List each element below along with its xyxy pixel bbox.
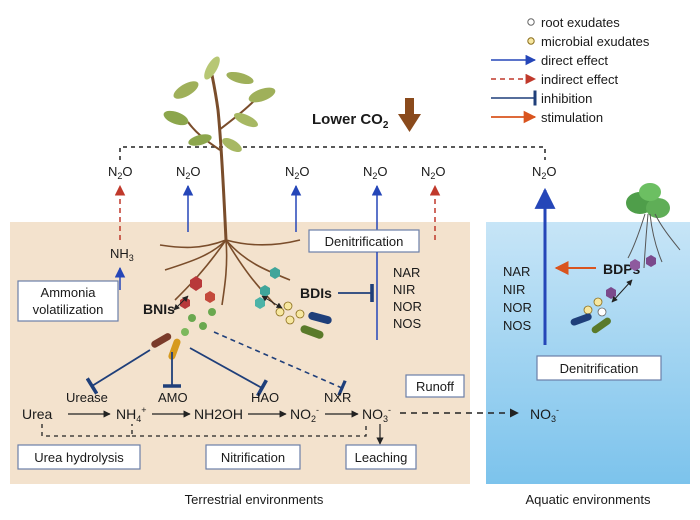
runoff-label: Runoff — [416, 379, 454, 394]
nitrification-box — [205, 444, 301, 470]
lower-co2-label: Lower CO2 — [312, 111, 389, 131]
aquatic-caption: Aquatic environments — [525, 492, 651, 507]
urea-hydrolysis-bracket — [41, 424, 133, 437]
plant-illustration — [159, 56, 301, 306]
terrestrial-microbes — [151, 267, 332, 360]
ammonia-volatilization-box — [17, 280, 119, 322]
legend-stimulation-label: stimulation — [541, 110, 603, 125]
chain-nh2oh: NH2OH — [194, 406, 243, 422]
aquatic-denitrification-box — [536, 355, 662, 381]
aquatic-plant-illustration — [626, 183, 681, 269]
aquatic-denitrification-label: Denitrification — [560, 361, 639, 376]
aquatic-enzyme-nar: NAR — [503, 264, 530, 279]
nxr-label: NXR — [324, 390, 351, 405]
bni-inhibition-lines — [85, 331, 347, 397]
terrestrial-enzyme-nir: NIR — [393, 282, 415, 297]
aquatic-microbes — [570, 255, 656, 334]
chain-no2: NO2- — [290, 405, 319, 424]
leaching-label: Leaching — [355, 450, 408, 465]
n2o-label: N2O — [285, 164, 310, 181]
n2o-label: N2O — [363, 164, 388, 181]
legend: root exudates microbial exudates direct … — [491, 15, 650, 125]
bni-inhibit-urease — [85, 349, 151, 395]
bdis-label: BDIs — [300, 285, 332, 301]
n2o-label: N2O — [532, 164, 557, 181]
legend-direct-effect-label: direct effect — [541, 53, 608, 68]
terrestrial-soil-background — [10, 222, 470, 484]
bnis-label: BNIs — [143, 301, 175, 317]
legend-root-exudates-label: root exudates — [541, 15, 620, 30]
terrestrial-denitrification-box — [308, 229, 420, 253]
legend-microbial-exudate-marker — [527, 37, 535, 45]
amo-label: AMO — [158, 390, 188, 405]
nitrification-bracket — [132, 424, 367, 437]
n2o-labels: N2O N2O N2O N2O N2O N2O — [108, 164, 557, 181]
legend-indirect-effect-label: indirect effect — [541, 72, 618, 87]
urease-label: Urease — [66, 390, 108, 405]
terrestrial-enzyme-nos: NOS — [393, 316, 422, 331]
terrestrial-enzyme-nar: NAR — [393, 265, 420, 280]
nitrification-label: Nitrification — [221, 450, 285, 465]
aquatic-no3-label: NO3- — [530, 405, 559, 424]
aquatic-enzyme-nos: NOS — [503, 318, 532, 333]
legend-microbial-exudates-label: microbial exudates — [541, 34, 650, 49]
urea-hydrolysis-box — [17, 444, 141, 470]
co2-effect-bracket — [119, 146, 546, 160]
runoff-box — [405, 374, 465, 398]
legend-root-exudate-marker — [527, 18, 535, 26]
aquatic-enzyme-nor: NOR — [503, 300, 532, 315]
leaching-box — [345, 444, 417, 470]
ammonia-volatilization-line1: Ammonia — [41, 285, 97, 300]
terrestrial-enzyme-nor: NOR — [393, 299, 422, 314]
terrestrial-caption: Terrestrial environments — [185, 492, 324, 507]
n2o-label: N2O — [176, 164, 201, 181]
legend-inhibition-label: inhibition — [541, 91, 592, 106]
n2o-label: N2O — [421, 164, 446, 181]
hao-label: HAO — [251, 390, 279, 405]
co2-down-arrow — [398, 98, 421, 132]
urea-hydrolysis-label: Urea hydrolysis — [34, 450, 124, 465]
aquatic-water-background — [486, 222, 690, 484]
chain-nh4: NH4+ — [116, 405, 147, 424]
n2o-label: N2O — [108, 164, 133, 181]
chain-no3: NO3- — [362, 405, 391, 424]
aquatic-enzyme-nir: NIR — [503, 282, 525, 297]
chain-urea: Urea — [22, 406, 53, 422]
nh3-label: NH3 — [110, 246, 134, 263]
ammonia-volatilization-line2: volatilization — [33, 302, 104, 317]
bni-inhibit-hao — [189, 347, 268, 397]
terrestrial-denitrification-label: Denitrification — [325, 234, 404, 249]
